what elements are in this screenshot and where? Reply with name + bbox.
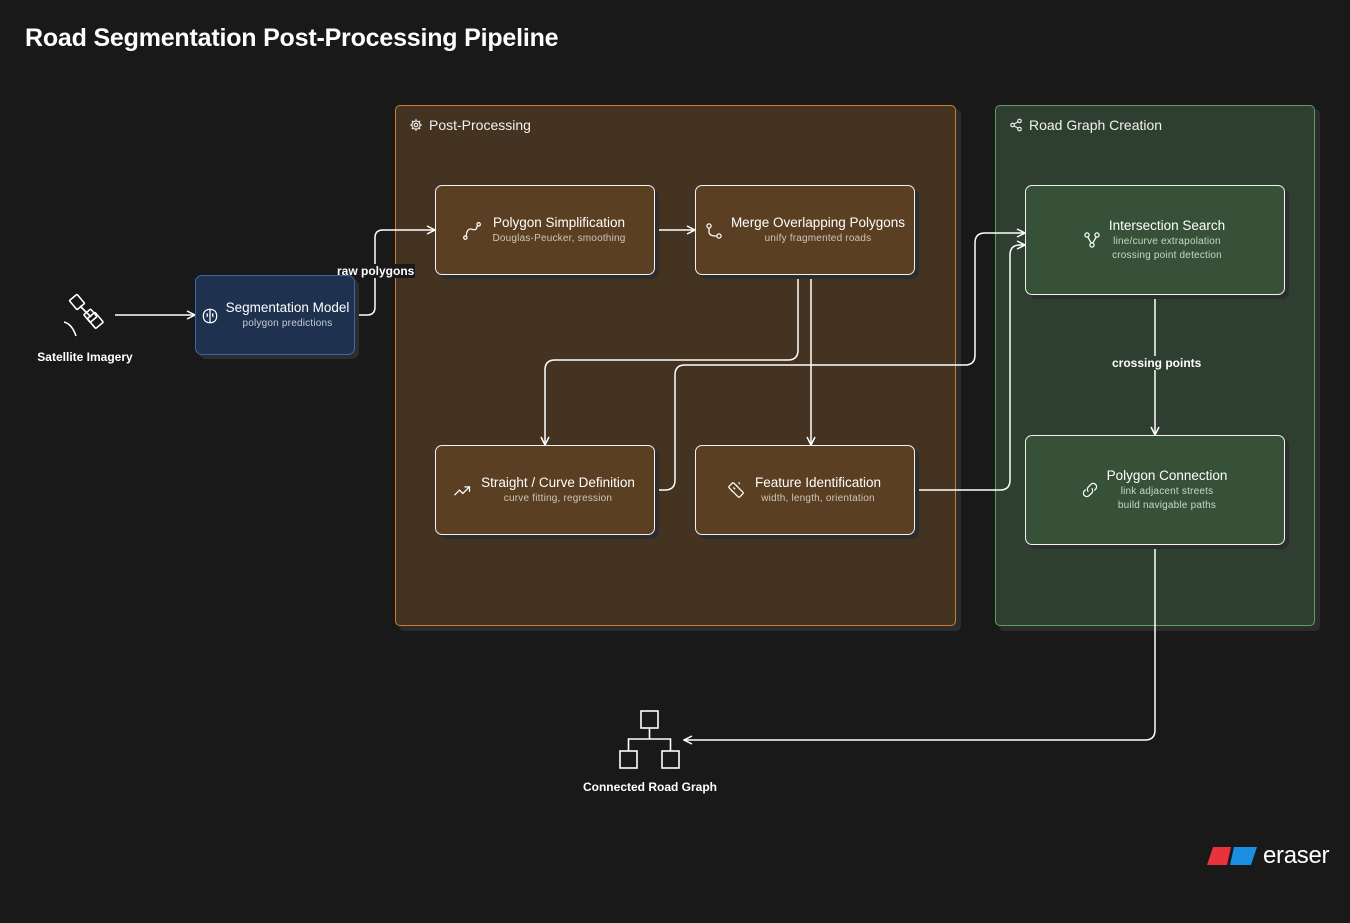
ruler-icon: [728, 482, 744, 498]
node-polygon-connection[interactable]: Polygon Connection link adjacent streets…: [1025, 435, 1285, 545]
eraser-logo-icon: [1207, 847, 1257, 865]
feature-title: Feature Identification: [754, 474, 882, 490]
node-straight-curve[interactable]: Straight / Curve Definition curve fittin…: [435, 445, 655, 535]
eraser-logo: eraser: [1207, 842, 1330, 870]
merge-subtitle: unify fragmented roads: [764, 233, 872, 245]
share-icon: [1010, 118, 1022, 132]
connection-title: Polygon Connection: [1106, 467, 1228, 483]
edge-merge-to-straight: [545, 275, 799, 445]
intersection-title: Intersection Search: [1108, 217, 1226, 233]
simplification-title: Polygon Simplification: [492, 214, 626, 230]
straight-curve-subtitle: curve fitting, regression: [503, 493, 613, 505]
connection-subtitle-2: build navigable paths: [1117, 500, 1217, 512]
straight-curve-title: Straight / Curve Definition: [481, 474, 635, 490]
hierarchy-icon: [619, 710, 680, 769]
gear-icon: [410, 119, 422, 131]
connection-subtitle-1: link adjacent streets: [1120, 486, 1214, 498]
feature-subtitle: width, length, orientation: [761, 493, 875, 505]
group-label-post-processing: Post-Processing: [429, 117, 531, 133]
edge-connection-to-graph: [684, 545, 1156, 740]
simplification-subtitle: Douglas-Peucker, smoothing: [492, 233, 626, 245]
page-title: Road Segmentation Post-Processing Pipeli…: [25, 24, 559, 52]
group-label-road-graph: Road Graph Creation: [1029, 117, 1163, 133]
edge-feature-to-intersection: [915, 245, 1025, 491]
link-icon: [1082, 482, 1098, 498]
spline-icon: [463, 222, 481, 240]
merge-icon: [706, 223, 722, 239]
satellite-icon: [63, 293, 104, 337]
intersection-subtitle-2: crossing point detection: [1112, 250, 1222, 262]
node-intersection-search[interactable]: Intersection Search line/curve extrapola…: [1025, 185, 1285, 295]
node-feature-identification[interactable]: Feature Identification width, length, or…: [695, 445, 915, 535]
label-satellite-imagery: Satellite Imagery: [37, 350, 133, 364]
eraser-logo-text: eraser: [1263, 842, 1330, 869]
trend-icon: [454, 486, 471, 496]
segmentation-title: Segmentation Model: [225, 299, 350, 315]
label-connected-road-graph: Connected Road Graph: [582, 780, 717, 794]
edge-label-crossing-points: crossing points: [1111, 356, 1203, 370]
node-polygon-simplification[interactable]: Polygon Simplification Douglas-Peucker, …: [435, 185, 655, 275]
brain-icon: [202, 308, 218, 324]
node-segmentation-model[interactable]: Segmentation Model polygon predictions: [195, 275, 355, 355]
intersection-subtitle-1: line/curve extrapolation: [1113, 236, 1221, 248]
merge-title: Merge Overlapping Polygons: [730, 214, 906, 230]
edge-straight-to-intersection: [655, 233, 1025, 491]
segmentation-subtitle: polygon predictions: [242, 318, 333, 330]
nodes-icon: [1084, 232, 1100, 248]
node-merge-overlapping[interactable]: Merge Overlapping Polygons unify fragmen…: [695, 185, 915, 275]
edge-label-raw-polygons: raw polygons: [336, 264, 416, 278]
